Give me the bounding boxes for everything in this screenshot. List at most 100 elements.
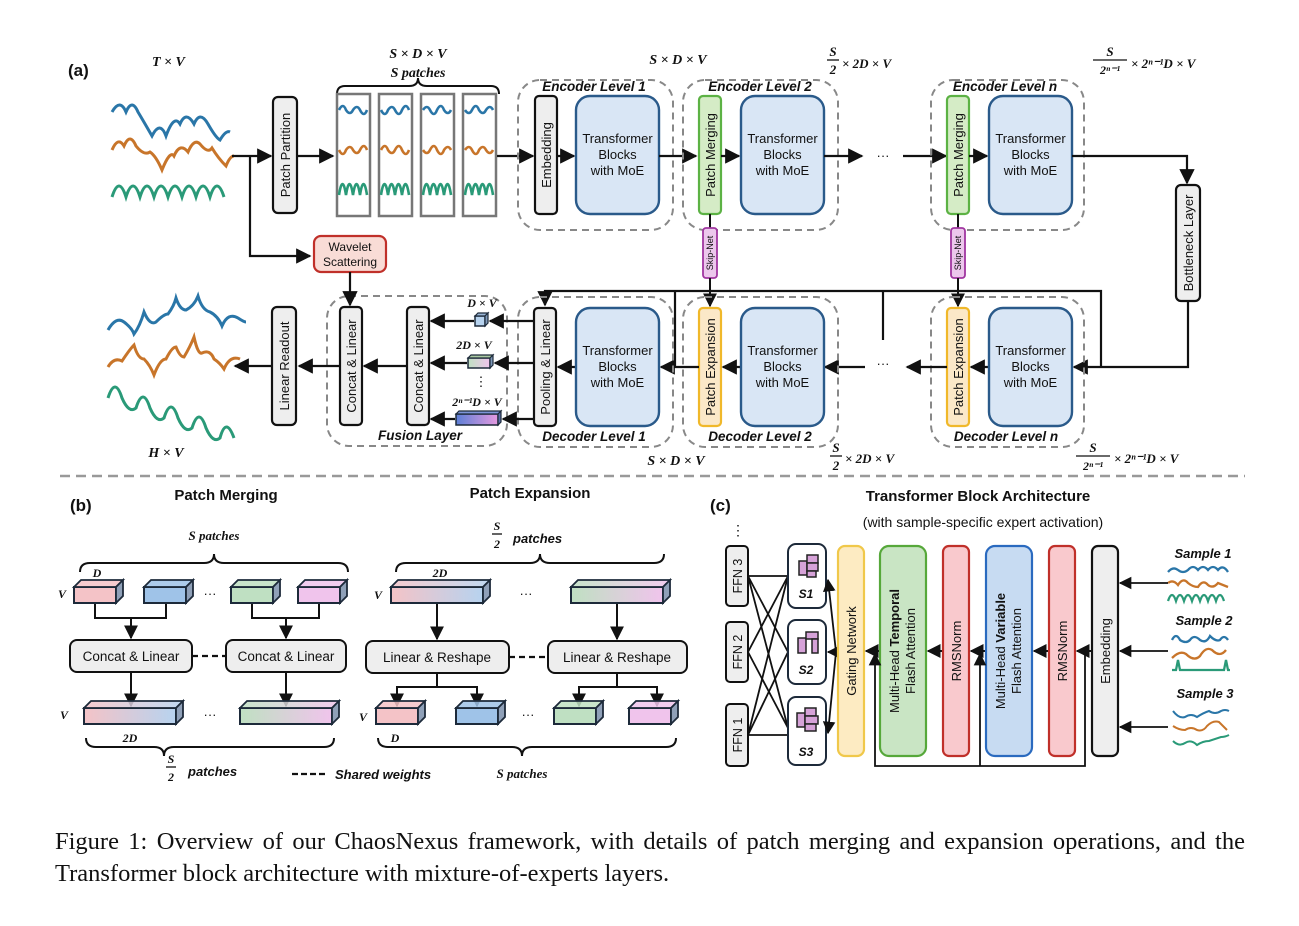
svg-text:Encoder Level 1: Encoder Level 1 [542, 79, 646, 94]
residual-connections [868, 651, 1086, 767]
input-series-blue [110, 103, 231, 142]
svg-text:patches: patches [512, 531, 562, 546]
svg-text:2: 2 [167, 770, 174, 784]
ffn-2: FFN 2 [725, 621, 749, 683]
svg-text:Fusion Layer: Fusion Layer [378, 428, 463, 443]
expert-slot-s1: S1 [787, 543, 827, 609]
svg-text:2: 2 [493, 537, 500, 551]
svg-text:Transformer: Transformer [582, 343, 653, 358]
svg-text:V: V [58, 587, 67, 601]
svg-text:Patch Merging: Patch Merging [951, 113, 966, 197]
patch-partition-block: Patch Partition [271, 95, 299, 215]
svg-text:patches: patches [187, 764, 237, 779]
patch-expansion-title: Patch Expansion [470, 485, 591, 502]
feature-cube-2 [466, 353, 495, 370]
patch-cube [295, 577, 350, 606]
patch-tile [461, 92, 498, 218]
svg-text:Multi-Head Temporal: Multi-Head Temporal [887, 589, 902, 713]
ffn-experts: FFN 3 FFN 2 FFN 1 [725, 545, 749, 767]
panel-label-c: (c) [710, 496, 731, 515]
svg-text:S patches: S patches [189, 528, 240, 543]
svg-text:D × V: D × V [466, 296, 498, 310]
patch-tile [377, 92, 414, 218]
svg-text:Sample 2: Sample 2 [1175, 613, 1233, 628]
ffn-3: FFN 3 [725, 545, 749, 607]
svg-text:D: D [390, 731, 400, 745]
svg-text:S × D × V: S × D × V [647, 454, 706, 469]
svg-text:Patch Expansion: Patch Expansion [703, 318, 718, 416]
gating-network: Gating Network [836, 544, 866, 758]
svg-text:2D: 2D [122, 731, 138, 745]
svg-text:2D × V: 2D × V [455, 338, 493, 352]
svg-text:Concat & Linear: Concat & Linear [238, 649, 335, 664]
svg-text:S: S [168, 752, 175, 766]
svg-text:S2: S2 [799, 663, 814, 677]
svg-text:Blocks: Blocks [763, 147, 802, 162]
patch-tiles [335, 92, 498, 218]
svg-text:Concat & Linear: Concat & Linear [83, 649, 180, 664]
transformer-arch-title: Transformer Block Architecture [866, 488, 1091, 505]
svg-text:Patch Merging: Patch Merging [703, 113, 718, 197]
svg-text:Encoder Level 2: Encoder Level 2 [708, 79, 812, 94]
svg-text:Transformer: Transformer [995, 343, 1066, 358]
svg-text:⋮: ⋮ [475, 374, 488, 389]
rmsnorm-1: RMSNorm [941, 544, 971, 758]
svg-text:Multi-Head Variable: Multi-Head Variable [993, 593, 1008, 709]
svg-text:···: ··· [522, 707, 535, 722]
svg-text:Embedding: Embedding [1098, 618, 1113, 684]
svg-text:V: V [359, 710, 368, 724]
skip-net-2: Skip-Net [702, 214, 718, 308]
variable-attention: Multi-Head Variable Flash Attention [984, 544, 1034, 758]
transformer-arch-subtitle: (with sample-specific expert activation) [863, 514, 1103, 530]
svg-text:S × D × V: S × D × V [649, 53, 708, 68]
svg-text:RMSNorm: RMSNorm [1055, 621, 1070, 682]
linear-readout-block: Linear Readout [270, 305, 298, 427]
svg-text:with MoE: with MoE [755, 375, 810, 390]
temporal-attention: Multi-Head Temporal Flash Attention [878, 544, 928, 758]
shared-weights-legend: Shared weights [292, 767, 431, 782]
patch-tile [419, 92, 456, 218]
svg-text:Flash Attention: Flash Attention [903, 608, 918, 694]
concat-linear-op-1: Concat & Linear [69, 639, 193, 673]
gating-arrows [822, 578, 840, 735]
patch-cube [388, 577, 493, 606]
svg-text:Flash Attention: Flash Attention [1009, 608, 1024, 694]
patch-tile [335, 92, 372, 218]
expert-slot-s3: S3 [787, 696, 827, 766]
encoder-level-2: Encoder Level 2 S 2 × 2D × V Patch Mergi… [682, 44, 892, 231]
figure-caption: Figure 1: Overview of our ChaosNexus fra… [55, 828, 1245, 887]
patch-cube [568, 577, 673, 606]
patch-cube [626, 698, 681, 727]
patch-count-label: S patches [391, 66, 446, 81]
patch-cube [551, 698, 606, 727]
rmsnorm-2: RMSNorm [1047, 544, 1077, 758]
svg-text:Transformer: Transformer [747, 343, 818, 358]
patch-cube [453, 698, 508, 727]
panel-label-b: (b) [70, 496, 92, 515]
expert-routing-lines [747, 575, 789, 736]
svg-text:Pooling & Linear: Pooling & Linear [538, 319, 553, 415]
svg-text:× 2ⁿ⁻¹D × V: × 2ⁿ⁻¹D × V [1131, 56, 1197, 71]
sample-arrows [1118, 576, 1168, 734]
svg-text:Concat & Linear: Concat & Linear [344, 319, 359, 413]
svg-text:S patches: S patches [497, 766, 548, 781]
output-time-series [106, 291, 247, 442]
decoder-ellipsis: ··· [877, 356, 890, 371]
patch-expansion-diagram: S 2 patches 2D V ··· Linear & Reshape Li… [359, 519, 688, 781]
ffn-1: FFN 1 [725, 703, 749, 767]
svg-text:Sample 1: Sample 1 [1174, 546, 1231, 561]
svg-text:× 2D × V: × 2D × V [842, 56, 892, 71]
svg-text:2: 2 [832, 458, 840, 473]
patch-cube [71, 577, 126, 606]
fusion-layer: Fusion Layer Concat & Linear Concat & Li… [326, 295, 508, 447]
input-series-green [110, 184, 226, 202]
svg-text:S: S [494, 519, 501, 533]
encoder-ellipsis: ··· [877, 148, 890, 163]
svg-text:S: S [1089, 440, 1096, 455]
svg-text:Embedding: Embedding [539, 122, 554, 188]
